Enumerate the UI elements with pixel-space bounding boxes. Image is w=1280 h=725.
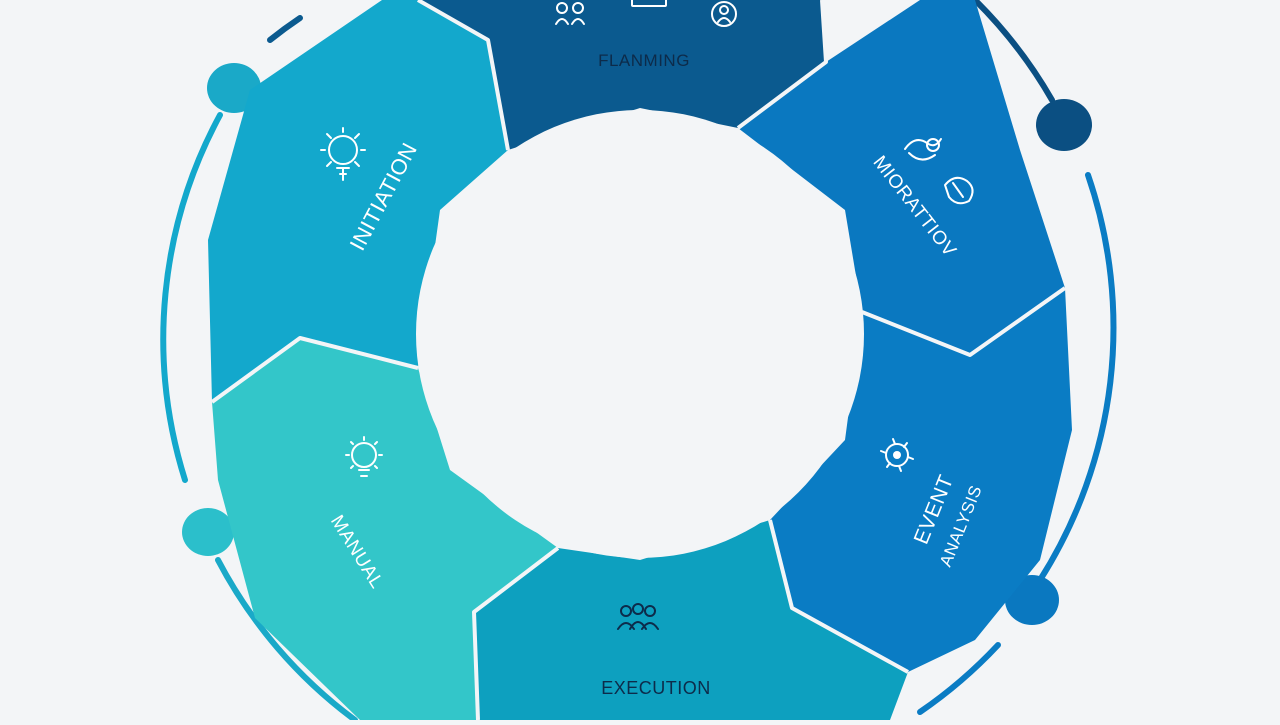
segment-planning[interactable]	[418, 0, 826, 150]
outer-ring	[160, 0, 1117, 723]
handshake-icon	[904, 138, 942, 161]
ring-node-teal-left	[182, 508, 234, 556]
segment-label-execution: EXECUTION	[601, 678, 711, 698]
ring-arc-top-right	[972, 0, 1055, 103]
ring-arc-bottom-right	[917, 642, 1001, 715]
ring-arc-bottom-left	[215, 557, 358, 723]
separator-monitoring-event	[861, 286, 1067, 357]
separator-review-execution	[472, 546, 560, 721]
segment-execution[interactable]	[474, 520, 908, 720]
ring-arc-left	[160, 112, 223, 483]
ring-arc-top	[267, 15, 303, 43]
ring-arc-right	[1037, 172, 1117, 583]
lightbulb-gear-icon	[345, 436, 383, 477]
execution-content: EXECUTION	[601, 603, 711, 698]
segment-initiation[interactable]	[208, 0, 508, 402]
team-icon	[617, 603, 659, 630]
board-icon	[631, 0, 667, 7]
segment-separators	[210, 0, 1067, 721]
segments	[208, 0, 1072, 720]
person-idea-icon	[711, 1, 737, 27]
separator-initiation-review	[210, 336, 419, 404]
segment-event-analysis[interactable]	[770, 288, 1072, 672]
separator-planning-initiation	[417, 0, 510, 151]
segment-monitoring[interactable]	[738, 0, 1065, 355]
center-circle	[416, 110, 864, 558]
lightbulb-icon	[320, 127, 366, 181]
segment-label-planning: FLANMING	[598, 51, 690, 70]
ring-node-blue-right	[1005, 575, 1059, 625]
ring-node-navy-right	[1036, 99, 1092, 151]
gear-brain-icon	[880, 438, 914, 472]
planning-content: FLANMING	[555, 0, 737, 70]
handshake-icon-2	[944, 176, 974, 205]
separator-planning-monitoring	[736, 0, 828, 130]
separator-execution-event	[768, 519, 909, 674]
people-icon	[555, 2, 585, 25]
segment-review[interactable]	[212, 338, 558, 720]
